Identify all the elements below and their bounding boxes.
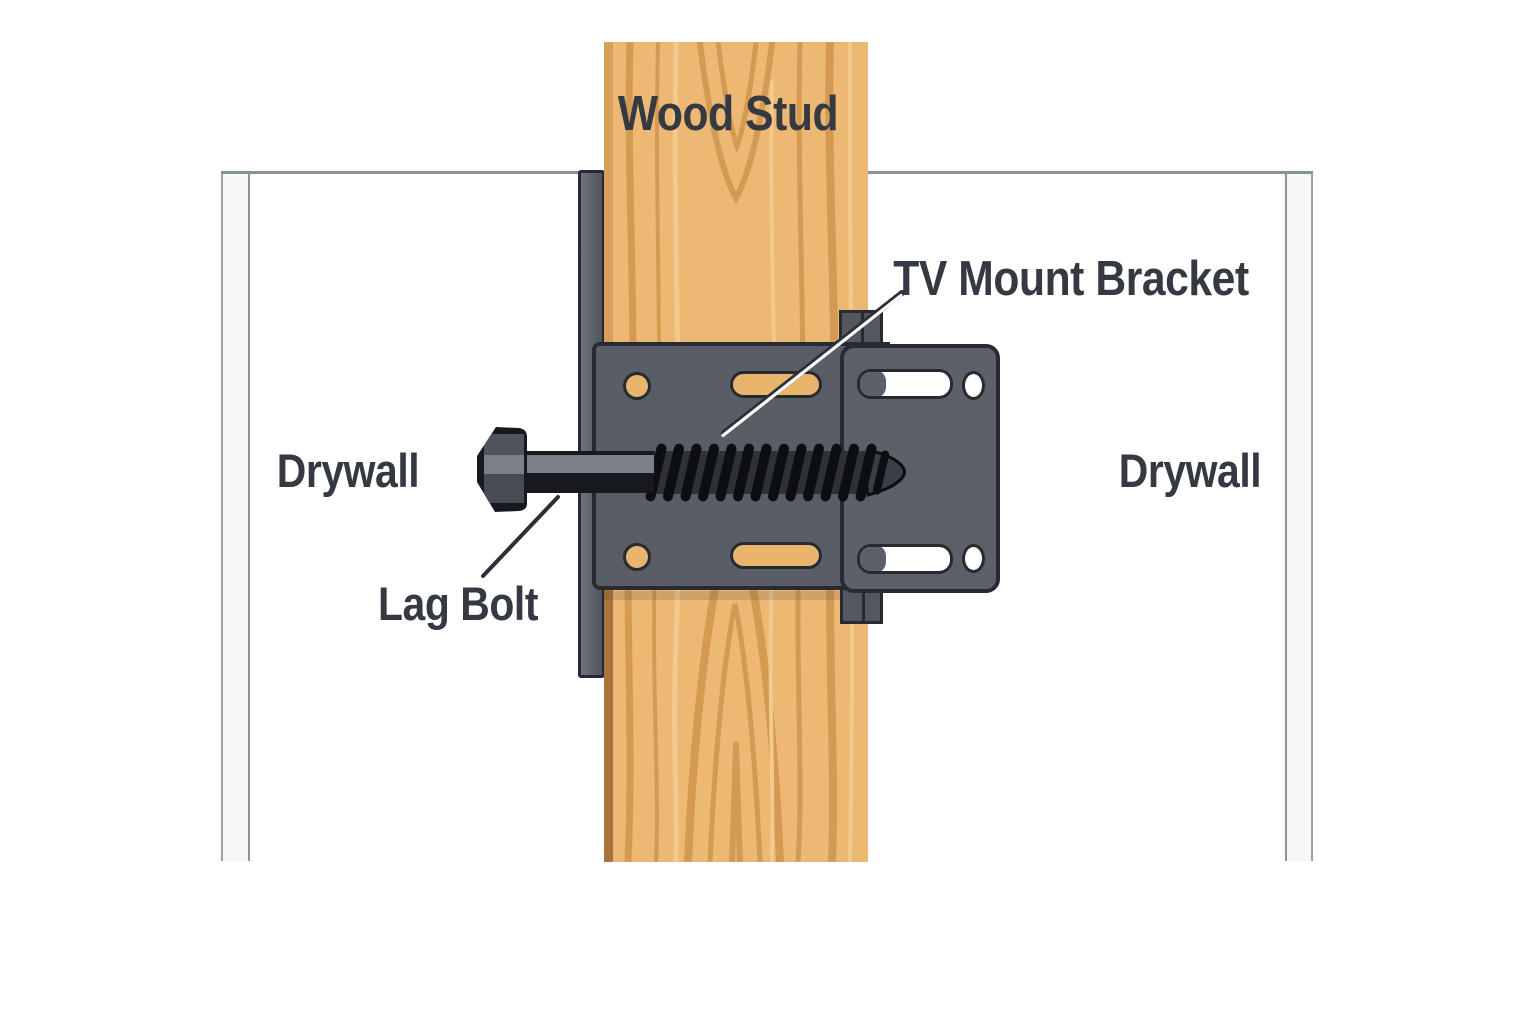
lag-bolt-leader-line bbox=[481, 495, 560, 578]
wood-stud-label: Wood Stud bbox=[617, 87, 839, 141]
tv-mount-bracket-label: TV Mount Bracket bbox=[893, 252, 1249, 306]
bracket-slot bbox=[857, 369, 953, 399]
lag-bolt-label: Lag Bolt bbox=[377, 577, 539, 630]
drywall-top-line-right bbox=[867, 171, 1313, 174]
bracket-hole bbox=[962, 371, 985, 400]
drywall-label-left: Drywall bbox=[276, 444, 420, 497]
bracket-slot bbox=[730, 371, 822, 398]
tab-seam bbox=[862, 589, 865, 621]
bracket-hole bbox=[623, 543, 651, 571]
bolt-head bbox=[477, 427, 527, 512]
drywall-edge-left bbox=[221, 172, 250, 861]
drywall-edge-right bbox=[1285, 172, 1313, 861]
slot-cap bbox=[860, 372, 886, 396]
drywall-label-right: Drywall bbox=[1118, 444, 1262, 497]
bracket-hole bbox=[962, 544, 985, 573]
tv-mount-bracket-arm-plate bbox=[840, 344, 1000, 593]
drywall-top-line-left bbox=[221, 171, 581, 174]
bracket-slot bbox=[730, 542, 822, 569]
slot-cap bbox=[860, 547, 886, 571]
bracket-slot bbox=[857, 544, 953, 574]
bracket-hole bbox=[623, 372, 651, 400]
